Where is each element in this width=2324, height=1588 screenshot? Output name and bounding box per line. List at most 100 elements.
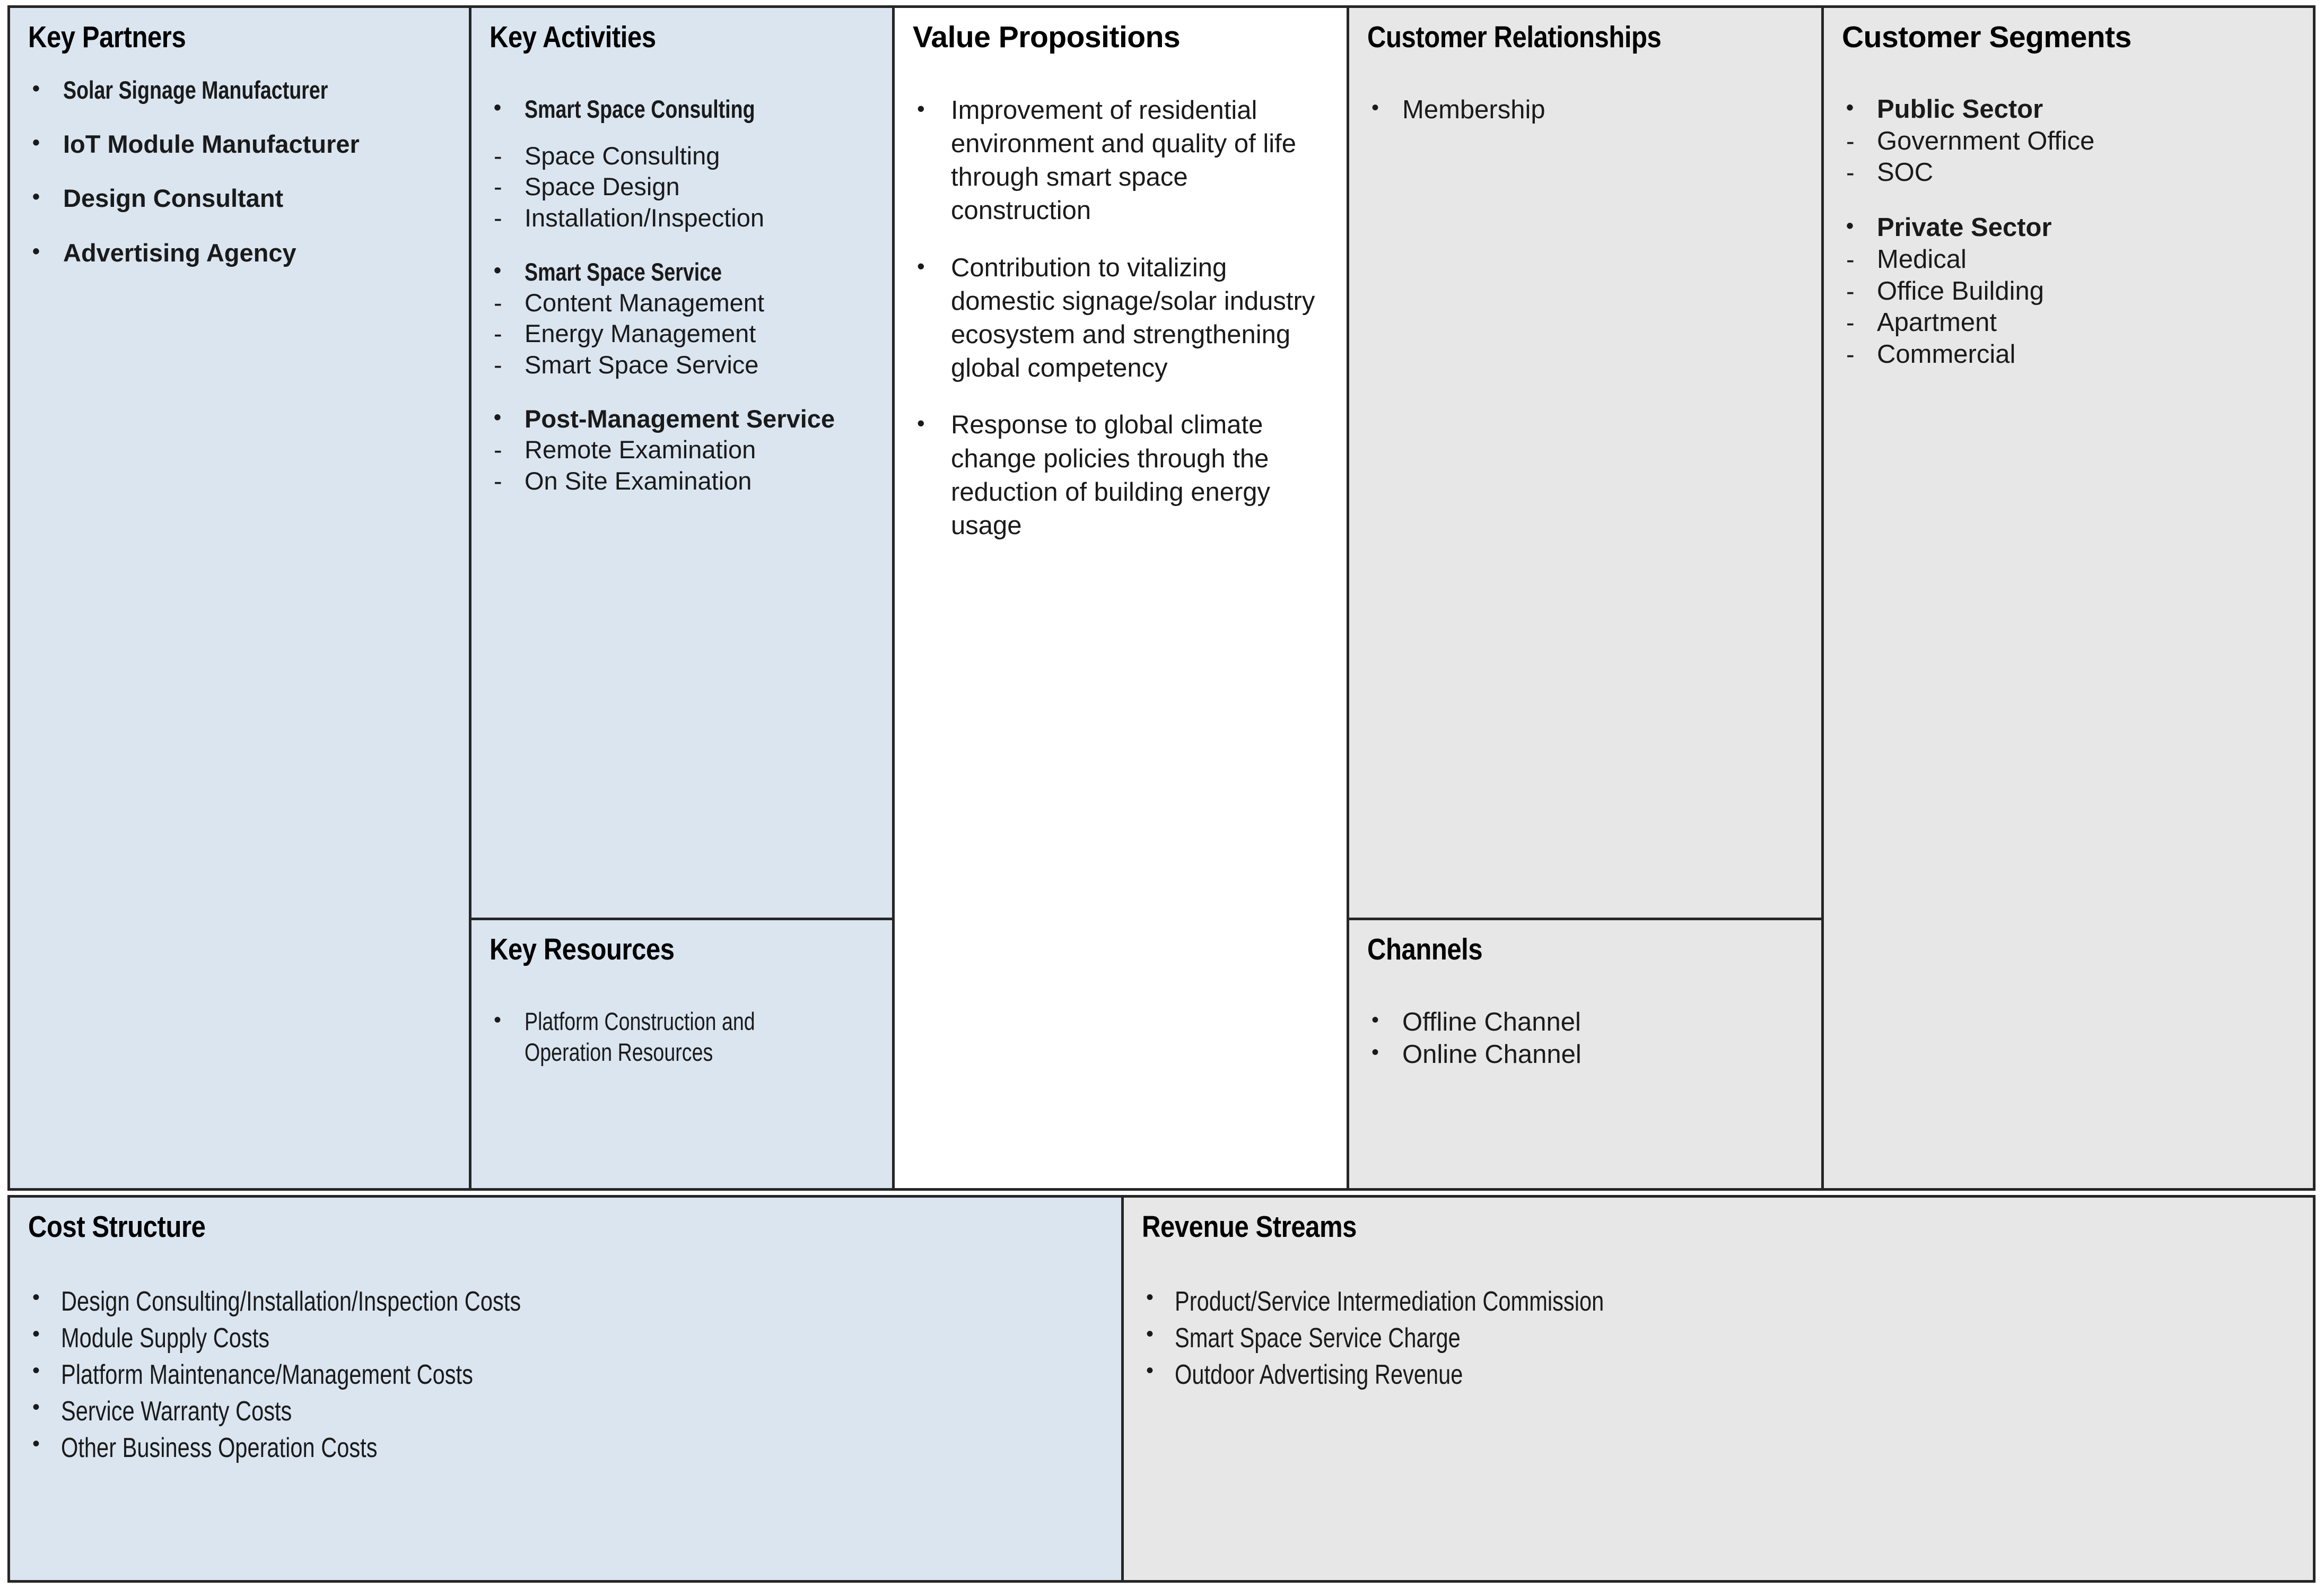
list-item-label: Smart Space Service bbox=[525, 257, 722, 286]
spacer bbox=[28, 1249, 1105, 1284]
list-item-label: Platform Construction and Operation Reso… bbox=[525, 1007, 755, 1067]
bullet-icon: • bbox=[1371, 1040, 1379, 1064]
dash-icon: - bbox=[1846, 158, 1855, 187]
cost-structure-title: Cost Structure bbox=[28, 1210, 206, 1244]
customer-segments-title: Customer Segments bbox=[1842, 20, 2131, 54]
list-item: - Apartment bbox=[1842, 307, 2297, 339]
list-item: • IoT Module Manufacturer bbox=[28, 129, 453, 160]
block-cost-structure: Cost Structure • Design Consulting/Insta… bbox=[7, 1195, 1124, 1583]
list-item-label: Advertising Agency bbox=[63, 238, 296, 267]
bullet-icon: • bbox=[494, 405, 502, 429]
list-item: - Space Design bbox=[490, 171, 876, 202]
list-item-label: Remote Examination bbox=[525, 435, 756, 464]
bullet-icon: • bbox=[1846, 214, 1854, 238]
list-item-label: Outdoor Advertising Revenue bbox=[1175, 1359, 1463, 1391]
list-item-label: Government Office bbox=[1877, 126, 2095, 155]
spacer bbox=[28, 214, 453, 238]
list-item: • Solar Signage Manufacturer bbox=[28, 75, 453, 106]
revenue-streams-list: • Product/Service Intermediation Commiss… bbox=[1142, 1249, 2297, 1393]
list-item-label: IoT Module Manufacturer bbox=[63, 130, 360, 159]
dash-icon: - bbox=[1846, 308, 1855, 337]
list-item-label: Commercial bbox=[1877, 340, 2016, 369]
spacer bbox=[1367, 971, 1805, 1006]
list-item: - Office Building bbox=[1842, 276, 2297, 308]
block-value-propositions: Value Propositions • Improvement of resi… bbox=[892, 5, 1349, 1191]
bullet-icon: • bbox=[32, 185, 40, 209]
spacer bbox=[28, 106, 453, 129]
dash-icon: - bbox=[494, 466, 502, 495]
list-item-label: Apartment bbox=[1877, 308, 1997, 337]
list-item-label: On Site Examination bbox=[525, 466, 752, 495]
bullet-icon: • bbox=[1146, 1285, 1154, 1309]
cost-structure-list: • Design Consulting/Installation/Inspect… bbox=[28, 1249, 1105, 1467]
list-item: • Outdoor Advertising Revenue bbox=[1142, 1357, 2297, 1393]
dash-icon: - bbox=[494, 319, 502, 348]
list-item: • Membership bbox=[1367, 94, 1805, 126]
list-item-group-heading: • Post-Management Service bbox=[490, 404, 876, 434]
list-item: • Platform Construction and Operation Re… bbox=[490, 1006, 876, 1068]
list-item: • Module Supply Costs bbox=[28, 1320, 1105, 1357]
list-item: • Platform Maintenance/Management Costs bbox=[28, 1357, 1105, 1393]
list-item-label: Contribution to vitalizing domestic sign… bbox=[951, 253, 1315, 383]
block-customer-relationships: Customer Relationships • Membership bbox=[1347, 5, 1824, 920]
list-item-label: Design Consultant bbox=[63, 184, 284, 213]
list-item: • Offline Channel bbox=[1367, 1006, 1805, 1039]
bullet-icon: • bbox=[1371, 95, 1379, 119]
list-item-label: Private Sector bbox=[1877, 213, 2052, 242]
bullet-icon: • bbox=[494, 1008, 502, 1032]
dash-icon: - bbox=[1846, 276, 1855, 305]
list-item: - Government Office bbox=[1842, 126, 2297, 158]
list-item-label: Product/Service Intermediation Commissio… bbox=[1175, 1286, 1604, 1317]
business-model-canvas: Key Partners • Solar Signage Manufacture… bbox=[7, 5, 2316, 1583]
spacer bbox=[490, 971, 876, 1006]
list-item-label: Office Building bbox=[1877, 276, 2045, 306]
list-item: - Remote Examination bbox=[490, 434, 876, 465]
list-item: - Space Consulting bbox=[490, 141, 876, 171]
block-key-resources: Key Resources • Platform Construction an… bbox=[469, 918, 895, 1191]
spacer bbox=[913, 385, 1331, 408]
block-channels: Channels • Offline Channel • Online Chan… bbox=[1347, 918, 1824, 1191]
dash-icon: - bbox=[494, 203, 502, 232]
block-customer-segments: Customer Segments • Public Sector - Gove… bbox=[1821, 5, 2316, 1191]
list-item-label: Module Supply Costs bbox=[61, 1323, 270, 1354]
list-item-label: Other Business Operation Costs bbox=[61, 1433, 378, 1464]
key-resources-list: • Platform Construction and Operation Re… bbox=[490, 971, 876, 1068]
list-item-label: Smart Space Consulting bbox=[525, 94, 755, 123]
bullet-icon: • bbox=[32, 1432, 40, 1456]
list-item-label: Design Consulting/Installation/Inspectio… bbox=[61, 1286, 521, 1317]
spacer bbox=[490, 59, 876, 94]
channels-list: • Offline Channel • Online Channel bbox=[1367, 971, 1805, 1071]
key-partners-title: Key Partners bbox=[28, 20, 186, 54]
key-resources-title: Key Resources bbox=[490, 932, 675, 966]
list-item-group-heading: • Private Sector bbox=[1842, 212, 2297, 244]
list-item-label: Installation/Inspection bbox=[525, 203, 765, 232]
list-item-label: Solar Signage Manufacturer bbox=[63, 75, 328, 104]
bullet-icon: • bbox=[917, 253, 925, 278]
spacer bbox=[490, 233, 876, 257]
list-item: - SOC bbox=[1842, 157, 2297, 189]
spacer bbox=[913, 59, 1331, 94]
list-item-label: Platform Maintenance/Management Costs bbox=[61, 1359, 473, 1391]
dash-icon: - bbox=[494, 350, 502, 379]
customer-relationships-list: • Membership bbox=[1367, 59, 1805, 126]
spacer bbox=[490, 125, 876, 141]
list-item: - Medical bbox=[1842, 244, 2297, 276]
list-item-label: Medical bbox=[1877, 245, 1967, 274]
bullet-icon: • bbox=[1846, 95, 1854, 119]
bullet-icon: • bbox=[32, 239, 40, 263]
spacer bbox=[490, 380, 876, 404]
list-item-label: Response to global climate change polici… bbox=[951, 411, 1271, 540]
key-activities-title: Key Activities bbox=[490, 20, 656, 54]
list-item-label: Offline Channel bbox=[1402, 1007, 1581, 1036]
list-item-label: Online Channel bbox=[1402, 1040, 1582, 1069]
bullet-icon: • bbox=[1146, 1359, 1154, 1383]
list-item: • Design Consulting/Installation/Inspect… bbox=[28, 1284, 1105, 1320]
list-item-group-heading: • Public Sector bbox=[1842, 94, 2297, 126]
list-item-label: Space Design bbox=[525, 172, 680, 201]
list-item: • Product/Service Intermediation Commiss… bbox=[1142, 1284, 2297, 1320]
dash-icon: - bbox=[1846, 245, 1855, 273]
list-item-group-heading: • Smart Space Service bbox=[490, 257, 876, 287]
block-revenue-streams: Revenue Streams • Product/Service Interm… bbox=[1121, 1195, 2316, 1583]
list-item-label: Energy Management bbox=[525, 319, 756, 348]
bullet-icon: • bbox=[32, 1285, 40, 1309]
